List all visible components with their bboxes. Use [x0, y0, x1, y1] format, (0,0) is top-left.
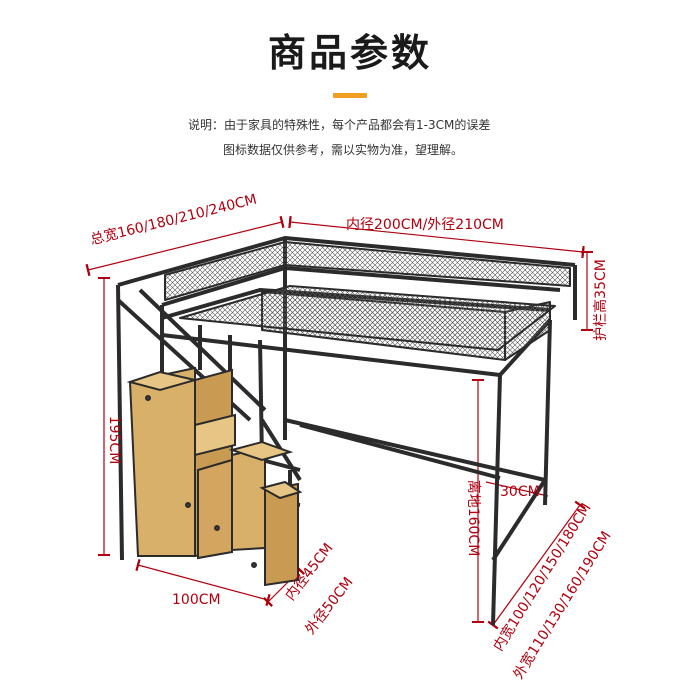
- stair-cabinet: [126, 366, 303, 587]
- dim-clearance: 离地160CM: [465, 479, 481, 557]
- dim-rail-height: 护栏高35CM: [593, 259, 609, 341]
- page-title: 商品参数: [267, 31, 432, 75]
- title-underline: [333, 93, 367, 98]
- note-line-1: 说明：由于家具的特殊性，每个产品都会有1-3CM的误差: [188, 118, 491, 132]
- dim-gap: 30CM: [500, 484, 540, 500]
- note-line-2: 图标数据仅供参考，需以实物为准，望理解。: [223, 143, 464, 157]
- dim-stair-width: 100CM: [172, 592, 221, 608]
- dim-inner-length: 内径200CM/外径210CM: [346, 217, 504, 233]
- dim-total-height: 195CM: [106, 415, 122, 465]
